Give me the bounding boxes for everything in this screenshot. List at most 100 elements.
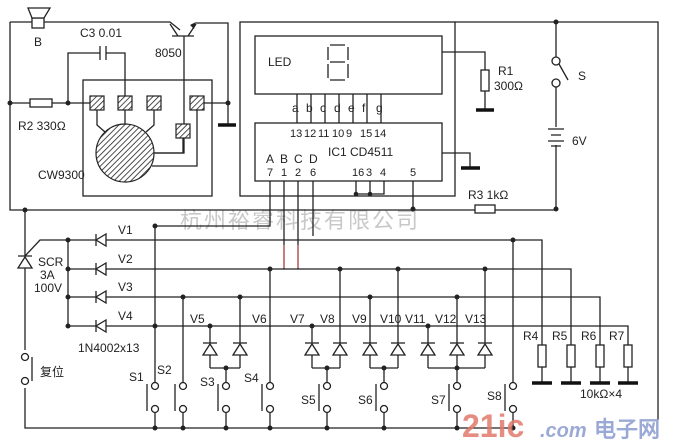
diode-icon <box>476 342 494 356</box>
segment-pin: 15 <box>360 128 372 140</box>
resistor-icon <box>566 344 576 368</box>
diode-label: V13 <box>465 312 487 326</box>
keypad-section: SCR 3A 100V 复位 1N4002x13 V1R4V2R5V3R6V4R… <box>16 181 638 431</box>
segment-pin: 14 <box>374 128 386 140</box>
input-pin: 6 <box>310 167 316 179</box>
diode-icon <box>303 342 321 356</box>
logo-cn: 电子网 <box>594 417 660 441</box>
reset-label: 复位 <box>40 364 64 379</box>
key-switch-s8[interactable]: S8 <box>487 381 518 431</box>
segment-pin: 9 <box>346 128 352 140</box>
diode-label: V1 <box>118 223 133 237</box>
input-A: A <box>266 152 274 166</box>
diode-icon <box>94 232 107 248</box>
diode-icon <box>201 342 219 356</box>
switch-icon <box>551 56 569 88</box>
ic-label: IC1 CD4511 <box>328 145 393 159</box>
switch-label: S7 <box>431 393 446 407</box>
led-display <box>254 35 443 95</box>
sound-section: B 8050 C3 0.01 R2 330Ω CW9300 <box>7 7 555 213</box>
segment-g: g <box>376 101 383 115</box>
diode-label: V4 <box>118 309 133 323</box>
logo-main: 21ic <box>462 408 524 441</box>
speaker-label: B <box>34 35 42 49</box>
switch-label: S3 <box>200 375 215 389</box>
resistor-icon <box>595 344 605 368</box>
segment-c: c <box>320 101 326 115</box>
segment-e: e <box>348 101 355 115</box>
resistor-icon <box>537 344 547 368</box>
resistor-label: R4 <box>523 329 539 343</box>
cw9300-module <box>82 79 213 197</box>
input-pin: 7 <box>267 167 273 179</box>
segment-pin: 12 <box>304 128 316 140</box>
resistor-label: R7 <box>609 329 625 343</box>
diode-label: V12 <box>435 312 457 326</box>
transistor-icon <box>155 22 229 154</box>
chip-module-label: CW9300 <box>38 168 85 182</box>
battery-icon <box>548 128 564 147</box>
switch-label: S5 <box>301 393 316 407</box>
ic-cd4511 <box>254 122 443 182</box>
r2-resistor-icon <box>29 98 53 108</box>
switch-label: S2 <box>157 363 172 377</box>
pin-16: 16 <box>352 167 364 179</box>
scr-current: 3A <box>40 268 55 282</box>
r3-resistor-icon <box>474 204 496 214</box>
transistor-label: 8050 <box>155 46 182 60</box>
input-B: B <box>280 152 288 166</box>
diode-label: V8 <box>320 312 335 326</box>
site-logo: 21ic .com 电子网 <box>462 408 660 441</box>
scr-label: SCR <box>38 255 64 269</box>
logo-domain: .com <box>540 420 587 441</box>
segment-pin: 11 <box>318 128 329 140</box>
input-pin: 1 <box>281 167 287 179</box>
r2-label: R2 330Ω <box>18 119 66 133</box>
key-switch-s2[interactable]: S2 <box>157 363 188 431</box>
key-switch-s6[interactable]: S6 <box>358 381 389 431</box>
input-D: D <box>309 152 318 166</box>
key-switch-s7[interactable]: S7 <box>431 381 462 431</box>
segment-b: b <box>306 101 313 115</box>
key-switch-s4[interactable]: S4 <box>244 371 275 431</box>
capacitor-label: C3 0.01 <box>80 26 122 40</box>
switch-label: S8 <box>487 389 502 403</box>
diode-label: V10 <box>380 312 402 326</box>
diode-label: V7 <box>290 312 305 326</box>
watermark: 杭州裕睿科技有限公司 <box>180 209 420 234</box>
diode-icon <box>361 342 379 356</box>
segment-d: d <box>334 101 341 115</box>
diode-icon <box>94 289 107 305</box>
scr-icon <box>16 239 68 269</box>
diode-label: V3 <box>118 280 133 294</box>
diode-label: V9 <box>352 312 367 326</box>
diode-type-label: 1N4002x13 <box>78 341 140 355</box>
r1-value: 300Ω <box>494 79 523 93</box>
diode-icon <box>419 342 437 356</box>
pin-5: 5 <box>410 167 416 179</box>
led-label: LED <box>268 55 292 69</box>
capacitor-icon <box>99 46 107 60</box>
key-switch-s5[interactable]: S5 <box>301 381 332 431</box>
input-C: C <box>294 152 303 166</box>
diode-icon <box>231 342 249 356</box>
switch-label: S <box>578 69 586 83</box>
battery-label: 6V <box>572 134 587 148</box>
diode-label: V6 <box>252 312 267 326</box>
diode-icon <box>94 261 107 277</box>
resistor-label: R5 <box>552 329 568 343</box>
key-switch-s3[interactable]: S3 <box>200 375 231 431</box>
r3-label: R3 1kΩ <box>468 188 508 202</box>
seven-segment-icon <box>327 44 349 81</box>
key-switch-s1[interactable]: S1 <box>129 370 160 431</box>
pin-3: 3 <box>366 167 372 179</box>
input-pin: 2 <box>295 167 301 179</box>
switch-label: S1 <box>129 370 144 384</box>
scr-voltage: 100V <box>34 281 62 295</box>
diode-icon <box>448 342 466 356</box>
r1-label: R1 <box>498 64 514 78</box>
segment-pin: 13 <box>290 128 302 140</box>
diode-label: V11 <box>405 312 426 326</box>
